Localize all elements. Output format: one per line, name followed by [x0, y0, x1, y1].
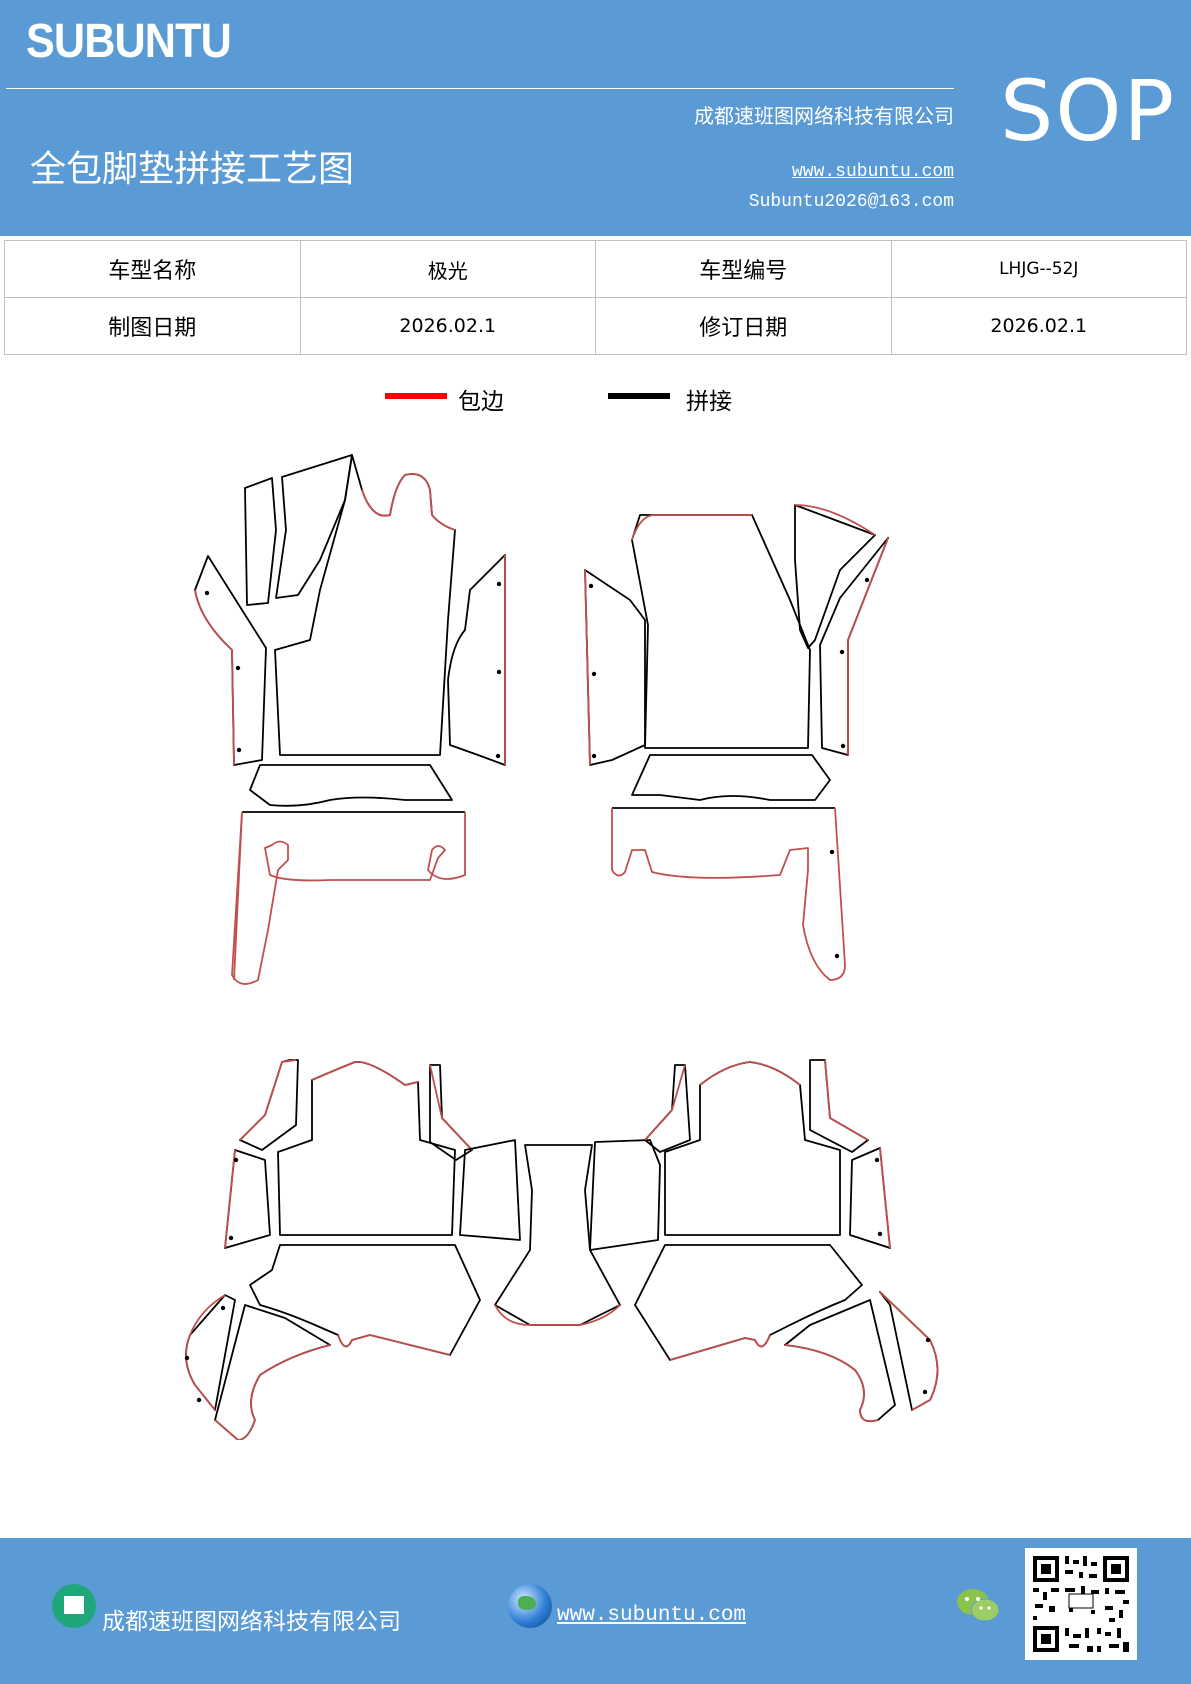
- mat-piece: [794, 504, 876, 536]
- mat-piece: [224, 1149, 236, 1249]
- mat-piece: [644, 1064, 691, 1153]
- mat-piece: [214, 1304, 331, 1440]
- mat-piece: [239, 1059, 297, 1141]
- mat-piece: [809, 1059, 869, 1153]
- mat-piece: [879, 1291, 939, 1411]
- revise-date-label: 修订日期: [595, 297, 892, 355]
- mat-piece: [244, 477, 277, 606]
- mat-piece: [644, 1064, 686, 1141]
- mat-piece: [459, 1139, 521, 1241]
- mounting-holes: [184, 577, 931, 1403]
- mat-piece: [185, 1294, 236, 1411]
- page-footer: 成都速班图网络科技有限公司 www.subuntu.com: [0, 1538, 1191, 1684]
- mat-piece: [429, 1064, 473, 1161]
- info-row: 制图日期 2026.02.1 修订日期 2026.02.1: [4, 297, 1187, 355]
- mat-piece: [584, 569, 591, 766]
- mat-piece: [249, 764, 453, 807]
- header-company: 成都速班图网络科技有限公司: [694, 104, 954, 128]
- mat-piece: [214, 1344, 331, 1440]
- sop-badge: SOP: [1000, 62, 1177, 160]
- mat-piece: [819, 537, 889, 756]
- mat-piece: [794, 504, 876, 649]
- rear-right-mat-group: [589, 1059, 939, 1423]
- mat-piece: [631, 754, 831, 801]
- mat-piece: [361, 473, 456, 531]
- edge-legend-label: 包边: [458, 389, 504, 415]
- splice-legend-label: 拼接: [686, 389, 732, 415]
- model-code-value: LHJG--52J: [890, 240, 1187, 298]
- rear-left-mat-group: [185, 1059, 521, 1440]
- mat-piece: [879, 1147, 891, 1249]
- mat-piece: [631, 514, 752, 541]
- brand-logo: SUBUNTU: [26, 15, 232, 68]
- mat-diagram: [184, 454, 939, 1440]
- draw-date-label: 制图日期: [4, 297, 301, 355]
- header-divider: [6, 88, 954, 89]
- mat-piece: [231, 811, 466, 985]
- splice-legend-swatch: [608, 393, 670, 399]
- footer-company: 成都速班图网络科技有限公司: [102, 1609, 401, 1635]
- mat-piece: [447, 554, 506, 766]
- page-title: 全包脚垫拼接工艺图: [30, 149, 355, 190]
- mat-piece: [429, 1064, 473, 1151]
- mat-piece: [274, 454, 456, 756]
- model-code-label: 车型编号: [595, 240, 892, 298]
- mat-piece: [494, 1304, 621, 1326]
- mat-piece: [311, 1061, 419, 1086]
- mat-piece: [847, 537, 889, 755]
- building-icon: [52, 1584, 96, 1628]
- mat-piece: [664, 1061, 841, 1236]
- mat-piece: [185, 1294, 226, 1411]
- footer-website-link[interactable]: www.subuntu.com: [557, 1604, 747, 1627]
- legend: 包边 拼接: [0, 382, 1191, 422]
- mat-piece: [669, 1334, 771, 1361]
- mat-piece: [494, 1144, 621, 1326]
- wechat-icon: [957, 1589, 1000, 1622]
- mat-piece: [879, 1291, 939, 1411]
- rear-center-mat-group: [494, 1144, 621, 1326]
- mat-piece: [634, 1244, 863, 1361]
- mat-piece: [584, 569, 646, 766]
- mat-piece: [277, 1061, 456, 1236]
- mat-piece: [824, 1059, 869, 1141]
- front-left-mat-group: [194, 454, 506, 985]
- mat-piece: [589, 1139, 661, 1251]
- model-name-label: 车型名称: [4, 240, 301, 298]
- draw-date-value: 2026.02.1: [299, 297, 596, 355]
- mat-piece: [849, 1147, 891, 1249]
- mat-piece: [337, 1334, 451, 1356]
- mat-piece: [611, 807, 846, 981]
- edge-legend-swatch: [385, 393, 447, 399]
- mat-piece: [631, 514, 811, 749]
- revise-date-value: 2026.02.1: [890, 297, 1187, 355]
- mat-piece: [233, 811, 243, 981]
- info-row: 车型名称 极光 车型编号 LHJG--52J: [4, 240, 1187, 298]
- mat-piece: [784, 1344, 879, 1423]
- mat-piece: [275, 454, 353, 599]
- qr-code[interactable]: [1025, 1548, 1137, 1660]
- info-table: 车型名称 极光 车型编号 LHJG--52J 制图日期 2026.02.1 修订…: [4, 240, 1187, 355]
- header-website-link[interactable]: www.subuntu.com: [791, 162, 954, 182]
- model-name-value: 极光: [299, 240, 596, 298]
- mat-piece: [194, 589, 235, 766]
- mat-piece: [224, 1149, 271, 1249]
- header-email: Subuntu2026@163.com: [748, 192, 954, 212]
- globe-icon: [508, 1584, 552, 1628]
- page-header: SUBUNTU 成都速班图网络科技有限公司 全包脚垫拼接工艺图 www.subu…: [0, 0, 1191, 236]
- mat-piece: [249, 1244, 481, 1356]
- mat-piece: [699, 1061, 801, 1086]
- mat-piece: [194, 555, 267, 766]
- front-right-mat-group: [584, 504, 889, 981]
